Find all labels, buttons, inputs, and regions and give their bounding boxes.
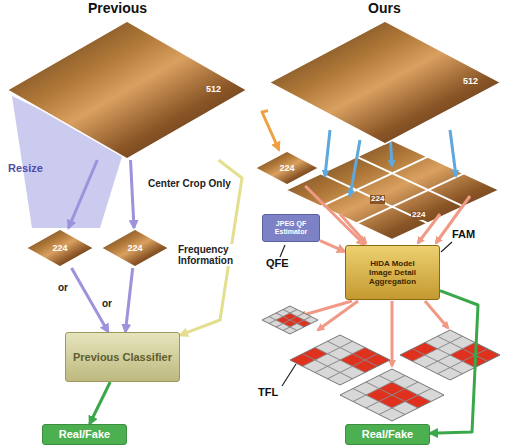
token-arrows <box>391 301 394 366</box>
aggregation-arrows <box>340 214 366 243</box>
size-label: 224 <box>127 243 142 253</box>
classifier-box: Previous Classifier <box>65 332 180 382</box>
callout-name: QFE <box>266 257 289 269</box>
output-box: Real/Fake <box>42 424 127 445</box>
lion-photo <box>255 151 319 185</box>
connector <box>69 160 98 228</box>
box-title: Previous Classifier <box>73 351 172 364</box>
patch-arrows <box>450 130 456 176</box>
patch-arrows <box>350 140 360 196</box>
leader-lines <box>282 364 296 386</box>
connector <box>131 160 135 228</box>
patch-size: 224 <box>411 211 426 220</box>
conjunction: or <box>102 298 112 309</box>
step-label: Center Crop Only <box>148 178 231 189</box>
connector <box>125 268 132 332</box>
cropped-image: 224 <box>100 228 170 268</box>
column-title: Ours <box>368 1 401 16</box>
model-box: HIDA ModelImage Detail Aggregation <box>345 245 440 300</box>
token-grids <box>262 306 500 421</box>
column-title: Previous <box>88 1 147 16</box>
cropped-image: 224 <box>254 150 320 186</box>
box-title: HIDA Model <box>370 259 415 268</box>
connector <box>320 241 345 252</box>
callout-name: FAM <box>452 228 475 240</box>
lion-photo <box>101 229 169 267</box>
connector <box>90 382 111 424</box>
source-image: 512 <box>6 20 248 160</box>
size-label: 512 <box>463 76 478 86</box>
box-body: Image Detail Aggregation <box>350 268 435 286</box>
token-grids <box>262 306 318 334</box>
box-title: JPEG QF Estimator <box>267 220 315 236</box>
lion-photo <box>7 21 247 159</box>
leader-lines <box>280 245 285 257</box>
token-grids <box>400 330 500 380</box>
estimator-box: JPEG QF Estimator <box>262 214 320 242</box>
size-label: 224 <box>279 163 294 173</box>
size-label: 512 <box>206 84 221 94</box>
resized-image: 224 <box>25 228 95 268</box>
patch-grid <box>321 157 464 224</box>
edge-label: Frequency Information <box>176 244 260 266</box>
source-image: 512 <box>268 20 502 145</box>
lion-photo <box>26 229 94 267</box>
aggregation-arrows <box>340 196 470 243</box>
size-label: 224 <box>52 243 67 253</box>
lion-photo <box>269 21 501 144</box>
box-title: Real/Fake <box>362 428 413 441</box>
connector <box>262 111 279 150</box>
leader-lines <box>441 242 452 252</box>
connector <box>430 291 478 434</box>
token-grids <box>340 369 444 421</box>
output-box: Real/Fake <box>345 424 430 445</box>
patch-size: 224 <box>370 195 385 204</box>
patch-arrows <box>325 130 330 176</box>
step-label: Resize <box>8 162 43 174</box>
token-arrows <box>425 301 448 328</box>
box-title: Real/Fake <box>59 428 110 441</box>
leader-lines <box>280 242 452 386</box>
token-arrows <box>300 301 352 316</box>
conjunction: or <box>58 282 68 293</box>
callout-name: TFL <box>258 386 278 398</box>
